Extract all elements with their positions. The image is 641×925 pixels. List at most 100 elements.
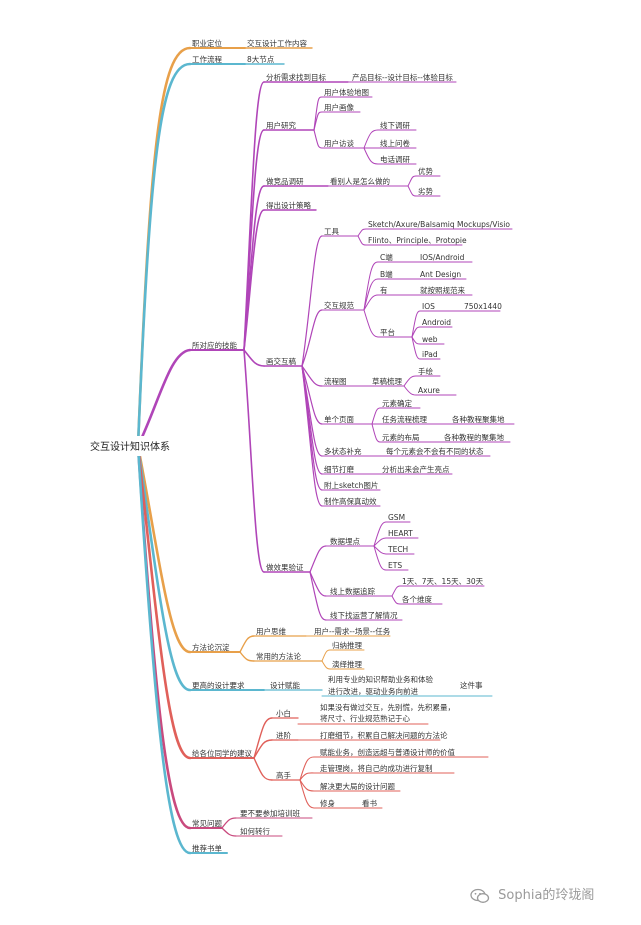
strategy-label: 得出设计策略 <box>266 200 311 210</box>
connector <box>301 365 323 507</box>
connector <box>136 444 192 855</box>
connector <box>309 571 327 597</box>
page-confirm: 元素确定 <box>382 398 412 408</box>
connector <box>299 779 315 809</box>
motion-label: 制作高保真动效 <box>324 496 377 506</box>
platform-item: iPad <box>422 350 438 359</box>
platform-label: 平台 <box>380 327 395 337</box>
page-task-label: 任务流程梳理 <box>382 414 427 424</box>
polish-child: 分析出来会产生亮点 <box>382 464 450 474</box>
connector <box>136 444 192 760</box>
watermark: Sophia的玲珑阁 <box>470 884 640 908</box>
spec-has-label: 有 <box>380 285 388 295</box>
connector <box>136 444 192 692</box>
connector <box>363 294 379 311</box>
thinking-child: 用户--需求--场景--任务 <box>314 626 391 636</box>
competitor-item: 优势 <box>418 166 433 176</box>
connector <box>221 817 237 829</box>
expert-item: 赋能业务，创造远超与普通设计师的价值 <box>320 747 455 757</box>
spec-b-child: Ant Design <box>420 270 461 279</box>
goals-label: 分析需求找到目标 <box>266 72 326 82</box>
higher-label: 更高的设计要求 <box>192 680 245 690</box>
connector <box>243 349 265 573</box>
connector <box>373 521 387 547</box>
root-label: 交互设计知识体系 <box>90 440 170 453</box>
watermark-text: Sophia的玲珑阁 <box>498 888 595 903</box>
common-item: 归纳推理 <box>332 640 362 650</box>
common-item: 演绎推理 <box>332 659 362 669</box>
flow-sketch: 草稿梳理 <box>372 376 402 386</box>
connector <box>313 129 323 149</box>
connector <box>243 209 265 351</box>
tracking-label: 数据埋点 <box>330 536 360 546</box>
flow-item: Axure <box>418 386 440 395</box>
connector <box>411 336 421 345</box>
spec-label: 交互规范 <box>324 300 354 310</box>
faq-item: 要不要参加培训班 <box>240 808 300 818</box>
connector <box>373 537 387 547</box>
connector <box>221 827 237 837</box>
thinking-label: 用户思维 <box>256 626 286 636</box>
connector <box>299 756 315 781</box>
connector <box>391 595 401 605</box>
position-child: 交互设计工作内容 <box>247 38 307 48</box>
validate-label: 做效果验证 <box>266 562 304 572</box>
connector <box>309 545 327 573</box>
platform-item: web <box>422 335 438 344</box>
empower-line: 进行改进，驱动业务向前进 <box>328 686 418 696</box>
connector <box>243 349 265 367</box>
connector <box>136 444 192 654</box>
interview-item: 电话调研 <box>380 154 410 164</box>
platform-ios-size: 750x1440 <box>464 302 502 311</box>
page-layout-child: 各种教程的聚集地 <box>444 432 504 442</box>
research-label: 用户研究 <box>266 120 296 130</box>
root-node: 交互设计知识体系 <box>86 436 170 456</box>
interview-item: 线上问卷 <box>380 138 410 148</box>
page-layout-label: 元素的布局 <box>382 432 420 442</box>
page-task-child: 各种教程聚集地 <box>452 414 505 424</box>
tracking-item: GSM <box>388 513 405 522</box>
empower-extra: 这件事 <box>460 680 483 690</box>
tools-label: 工具 <box>324 227 339 236</box>
connector <box>373 545 387 571</box>
novice-line: 将尺寸、行业规范熟记于心 <box>320 713 410 723</box>
attach-label: 附上sketch图片 <box>324 480 378 490</box>
connector <box>357 228 367 237</box>
interview-label: 用户访谈 <box>324 138 354 148</box>
connector <box>411 310 421 338</box>
offline-label: 线下找运营了解情况 <box>330 610 398 620</box>
advice-label: 给各位同学的建议 <box>192 748 252 758</box>
workflow-label: 工作流程 <box>192 54 222 64</box>
tools-item: Sketch/Axure/Balsamiq Mockups/Visio <box>368 220 510 229</box>
connector <box>243 129 265 351</box>
faq-label: 常见问题 <box>192 819 222 828</box>
online-item: 各个维度 <box>402 594 432 604</box>
cultivate-child: 看书 <box>362 798 377 808</box>
connector <box>136 62 192 448</box>
connector <box>313 96 323 131</box>
novice-label: 小白 <box>276 708 291 718</box>
research-journey: 用户体验地图 <box>324 87 369 97</box>
tracking-item: TECH <box>387 545 408 554</box>
connector <box>313 111 323 131</box>
connector <box>403 385 417 396</box>
expert-item: 走管理岗，将自己的成功进行复制 <box>320 763 433 773</box>
tracking-item: HEART <box>388 529 413 538</box>
expert-label: 高手 <box>276 770 291 780</box>
workflow-child: 8大节点 <box>247 54 275 64</box>
connector <box>301 365 323 387</box>
spec-c-child: IOS/Android <box>420 253 465 262</box>
competitor-item: 劣势 <box>418 186 433 196</box>
spec-has-child: 就按照规范来 <box>420 285 465 295</box>
connector <box>391 585 401 597</box>
online-label: 线上数据追踪 <box>330 586 375 596</box>
platform-ios: IOS <box>422 302 435 311</box>
tracking-item: ETS <box>388 561 402 570</box>
connector <box>363 129 379 149</box>
page-label: 单个页面 <box>324 414 354 424</box>
connector <box>239 651 255 662</box>
flow-item: 手绘 <box>418 366 433 376</box>
connector <box>321 660 331 670</box>
flow-label: 流程图 <box>324 376 347 386</box>
